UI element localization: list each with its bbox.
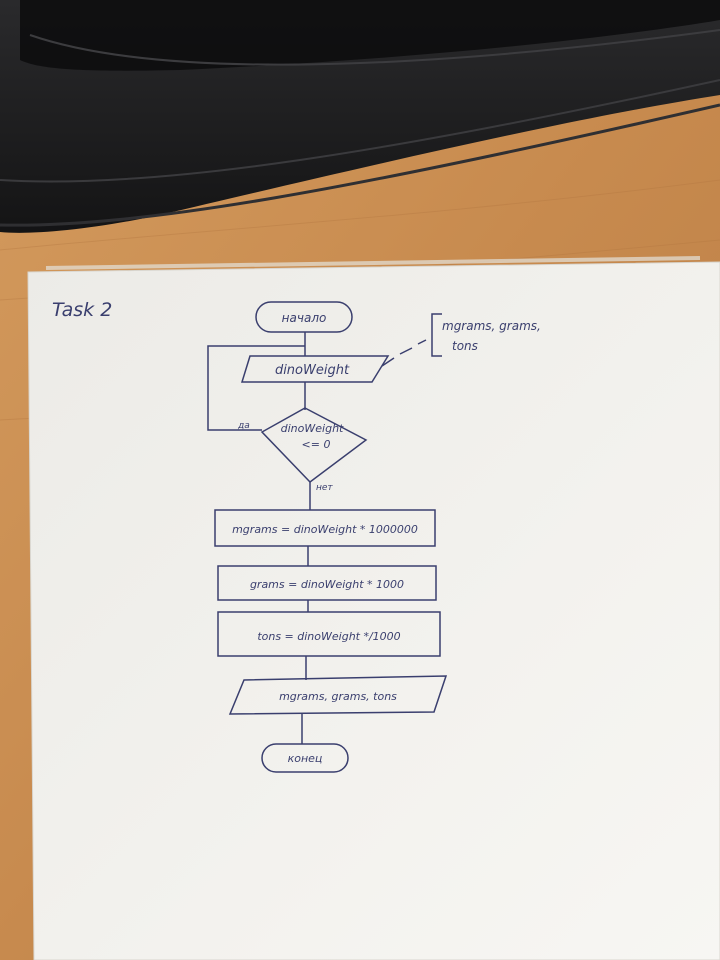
branch-yes-label: да [237, 421, 250, 431]
process-box-3 [217, 611, 441, 657]
process-box-1 [214, 509, 436, 547]
output-parallelogram [228, 675, 448, 715]
condition-label-1: dinoWeight [281, 422, 344, 435]
flowchart [207, 301, 448, 773]
process-label-3: tons = dinoWeight */1000 [257, 630, 400, 643]
sheet-heading: Task 2 [52, 299, 112, 321]
process-label-1: mgrams = dinoWeight * 1000000 [232, 523, 418, 536]
loop-back-line [207, 345, 305, 431]
process-label-2: grams = dinoWeight * 1000 [250, 578, 404, 591]
end-label: конец [288, 752, 323, 765]
comment-text-line-2: tons [452, 339, 478, 353]
output-label: mgrams, grams, tons [279, 690, 397, 703]
condition-label-2: <= 0 [302, 438, 331, 451]
comment-connector [381, 339, 427, 367]
end-terminator [261, 743, 349, 773]
branch-no-label: нет [316, 483, 333, 493]
paper-sheet [27, 261, 720, 960]
keyboard [0, 0, 720, 233]
input-parallelogram [240, 355, 390, 383]
start-label: начало [282, 311, 327, 325]
process-box-2 [217, 565, 437, 601]
comment-text-line-1: mgrams, grams, [442, 319, 541, 333]
input-label: dinoWeight [275, 363, 350, 378]
start-terminator [255, 301, 353, 333]
comment-bracket [431, 313, 442, 357]
